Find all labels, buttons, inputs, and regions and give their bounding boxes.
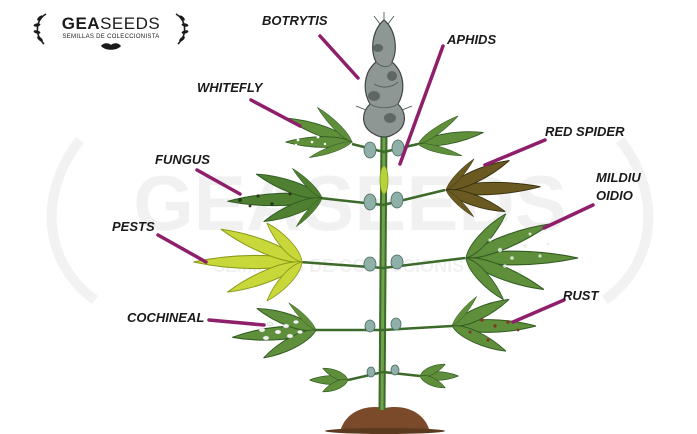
- label-oidio: OIDIO: [596, 188, 633, 203]
- brand-name-part2: SEEDS: [100, 14, 160, 33]
- leaf-rust: [450, 294, 536, 356]
- svg-text:GEASEEDS: GEASEEDS: [62, 14, 160, 33]
- label-cochineal: COCHINEAL: [127, 310, 204, 325]
- top-bud-botrytis: [356, 12, 412, 137]
- brand-logo: GEASEEDS SEMILLAS DE COLECCIONISTA: [33, 14, 189, 50]
- laurel-right-icon: [176, 14, 189, 44]
- label-red-spider: RED SPIDER: [545, 124, 625, 139]
- soil-shadow: [325, 428, 445, 434]
- label-pests: PESTS: [112, 219, 155, 234]
- aphids-on-stem: [380, 166, 388, 194]
- leaf-top-right: [416, 113, 484, 159]
- brand-name-part1: GEA: [62, 14, 100, 33]
- leaf-whitefly: [284, 105, 354, 161]
- label-rust: RUST: [563, 288, 599, 303]
- label-botrytis: BOTRYTIS: [262, 13, 328, 28]
- pointer-botrytis: [320, 36, 358, 78]
- leaf-bottom-left: [310, 365, 350, 396]
- laurel-left-icon: [33, 14, 46, 44]
- label-whitefly: WHITEFLY: [197, 80, 264, 95]
- pointer-cochineal: [209, 320, 264, 325]
- leaf-bottom-right: [418, 361, 458, 392]
- pointer-rust: [513, 300, 564, 322]
- leaf-cochineal: [232, 301, 319, 363]
- lips-icon: [101, 43, 121, 50]
- watermark-laurel-right-icon: [605, 140, 648, 300]
- label-fungus: FUNGUS: [155, 152, 210, 167]
- label-mildiu: MILDIU: [596, 170, 641, 185]
- label-aphids: APHIDS: [446, 32, 496, 47]
- brand-tagline: SEMILLAS DE COLECCIONISTA: [62, 34, 159, 40]
- watermark-laurel-left-icon: [52, 140, 95, 300]
- pointer-whitefly: [251, 100, 300, 126]
